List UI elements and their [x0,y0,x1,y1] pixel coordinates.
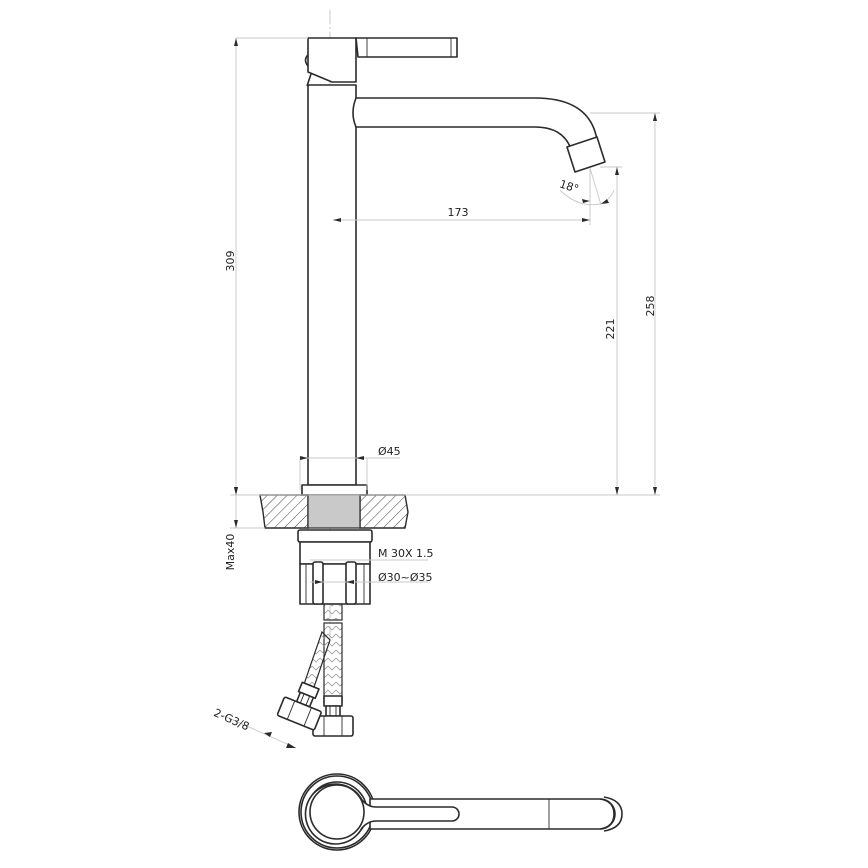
faucet-body [301,84,368,496]
label-spout-reach: 173 [448,206,469,219]
supply-hoses [276,603,354,737]
dimension-labels: 309 173 221 258 18° Ø45 Max40 M 30X 1.5 … [212,177,657,733]
label-spout-angle: 18° [558,177,581,195]
label-spout-top-height: 258 [644,296,657,317]
label-hose-connection: 2-G3/8 [212,706,252,733]
lever-handle [304,37,458,87]
handle-top-view [298,773,623,851]
label-max-counter-thickness: Max40 [224,534,237,571]
counter-top-section [259,494,409,529]
mounting-nut [297,529,373,605]
spout [352,97,606,173]
label-mounting-thread: M 30X 1.5 [378,547,434,560]
label-hole-diameter: Ø30~Ø35 [378,571,433,584]
threaded-shank [307,494,361,529]
label-body-diameter: Ø45 [378,445,401,458]
label-total-height: 309 [224,251,237,272]
label-spout-outlet-height: 221 [604,319,617,340]
dimension-lines [221,37,660,749]
